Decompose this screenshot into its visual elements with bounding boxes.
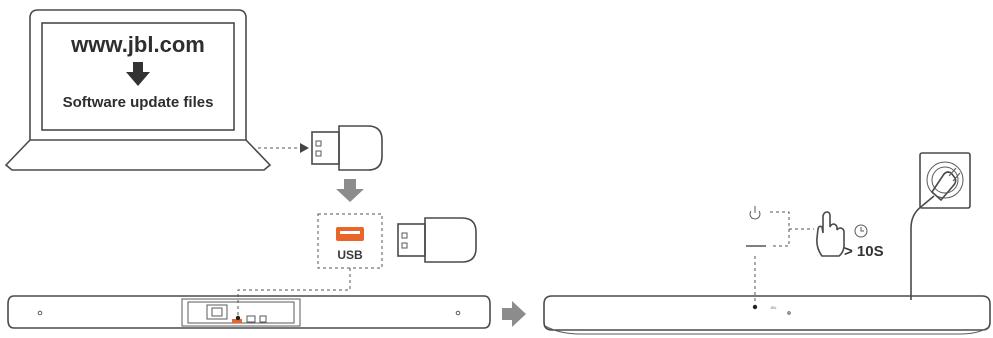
download-arrow-icon xyxy=(126,62,150,86)
next-step-arrow-icon xyxy=(502,301,526,327)
laptop-caption-text: Software update files xyxy=(63,94,214,111)
laptop-icon xyxy=(4,9,272,171)
next-step-arrow-icon xyxy=(336,179,364,202)
wall-socket-icon xyxy=(919,152,971,209)
usb-flash-drive-icon xyxy=(311,125,383,171)
usb-port-label: USB xyxy=(337,248,363,262)
finger-press-icon xyxy=(816,211,845,257)
dashed-arrow-to-drive xyxy=(258,143,309,153)
laptop-url-text: www.jbl.com xyxy=(70,32,205,57)
soundbar-brand-text: JBL xyxy=(770,305,778,310)
power-plug-icon xyxy=(910,167,961,300)
soundbar-front xyxy=(543,295,991,335)
hold-duration-text: > 10S xyxy=(844,243,884,260)
soundbar-back xyxy=(7,295,491,329)
power-icon xyxy=(749,206,761,220)
usb-flash-drive-icon xyxy=(397,217,477,263)
clock-icon xyxy=(854,224,868,238)
